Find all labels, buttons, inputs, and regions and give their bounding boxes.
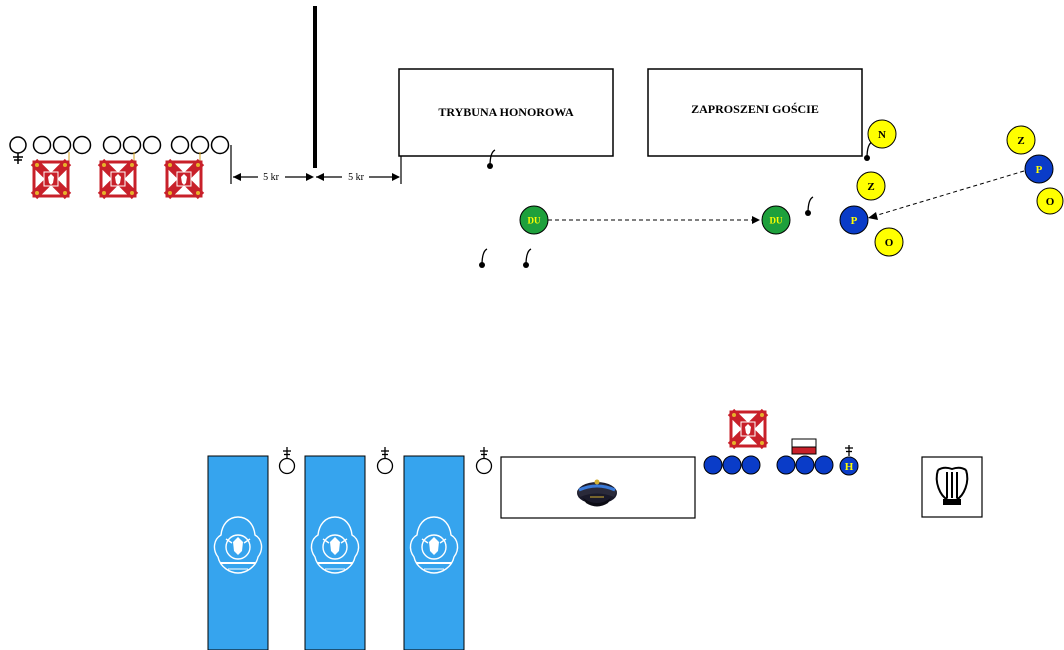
commander-hook-icon	[478, 248, 488, 269]
colors-escort-row	[703, 455, 834, 475]
svg-text:DU: DU	[528, 216, 541, 226]
regimental-colors-icon	[731, 412, 765, 446]
guests-tribune-label: ZAPROSZENI GOŚCIE	[691, 102, 819, 116]
polish-flag-icon	[791, 438, 817, 455]
commander-hook-icon	[804, 196, 814, 217]
commander-hook-icon	[863, 141, 873, 162]
du-marker-start: DU	[519, 205, 549, 235]
svg-text:H: H	[845, 461, 854, 473]
officer-cap-icon	[577, 479, 617, 507]
regimental-colors-icon	[167, 152, 201, 196]
svg-text:N: N	[878, 129, 886, 141]
marker-o-right: O	[1036, 187, 1064, 215]
fire-brigade-banner-icon	[304, 455, 366, 650]
svg-text:P: P	[851, 215, 858, 227]
fire-brigade-banner-icon	[207, 455, 269, 650]
du-marker-end: DU	[761, 205, 791, 235]
marker-o: O	[874, 227, 904, 257]
honor-tribune-label: TRYBUNA HONOROWA	[438, 105, 574, 119]
colors-escort-row	[32, 135, 230, 155]
marker-h: H	[839, 445, 859, 476]
regimental-colors-icon	[101, 152, 135, 196]
marker-p-right: P	[1024, 154, 1054, 184]
officer-symbol	[376, 446, 394, 475]
lyre-icon	[935, 466, 969, 505]
marker-z-right: Z	[1006, 125, 1036, 155]
guests-tribune-box	[647, 68, 863, 157]
marker-z: Z	[856, 171, 886, 201]
officer-symbol	[278, 446, 296, 475]
svg-text:O: O	[1046, 196, 1055, 208]
marker-p: P	[839, 205, 869, 235]
fire-brigade-banner-icon	[403, 455, 465, 650]
commander-hook-icon	[522, 248, 532, 269]
honor-tribune-box	[398, 68, 614, 157]
svg-text:O: O	[885, 237, 894, 249]
svg-text:Z: Z	[1017, 135, 1024, 147]
svg-text:P: P	[1036, 164, 1043, 176]
distance-label-right: 5 kr	[348, 172, 365, 183]
svg-text:DU: DU	[770, 216, 783, 226]
svg-text:Z: Z	[867, 181, 874, 193]
p-path	[870, 170, 1025, 218]
regimental-colors-icon	[34, 152, 69, 196]
distance-label-left: 5 kr	[263, 172, 280, 183]
commander-symbol	[9, 136, 27, 164]
officer-symbol	[475, 446, 493, 475]
distance-markers	[230, 145, 402, 184]
marker-n: N	[867, 119, 897, 149]
